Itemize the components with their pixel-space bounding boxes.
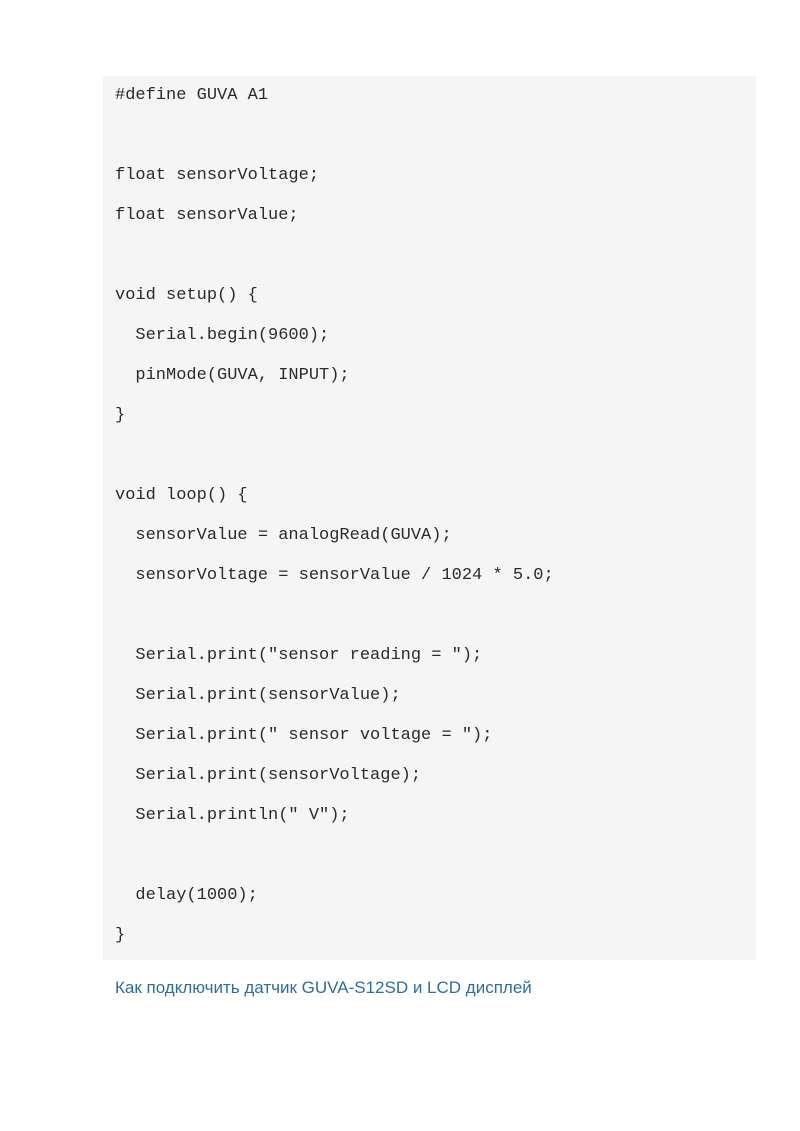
code-line: void setup() { [115,286,258,305]
code-line: } [115,406,126,425]
code-line: #define GUVA A1 [115,86,269,105]
code-line [115,116,756,156]
code-line: sensorValue = analogRead(GUVA); [115,526,452,545]
code-line [115,596,756,636]
code-line: } [115,926,126,945]
guva-lcd-tutorial-link[interactable]: Как подключить датчик GUVA-S12SD и LCD д… [115,978,532,997]
code-line: sensorVoltage = sensorValue / 1024 * 5.0… [115,566,554,585]
code-line [115,836,756,876]
code-line: Serial.println(" V"); [115,806,350,825]
code-line [115,236,756,276]
code-line: Serial.print(sensorVoltage); [115,766,422,785]
code-line [115,436,756,476]
code-line: Serial.print(" sensor voltage = "); [115,726,493,745]
code-line: delay(1000); [115,886,258,905]
code-line: float sensorValue; [115,206,299,225]
code-line: Serial.print("sensor reading = "); [115,646,483,665]
code-line: Serial.print(sensorValue); [115,686,401,705]
code-line: float sensorVoltage; [115,166,320,185]
code-block: #define GUVA A1 float sensorVoltage; flo… [103,76,756,960]
code-line: Serial.begin(9600); [115,326,330,345]
code-line: void loop() { [115,486,248,505]
code-line: pinMode(GUVA, INPUT); [115,366,350,385]
code-lines: #define GUVA A1 float sensorVoltage; flo… [115,76,756,956]
